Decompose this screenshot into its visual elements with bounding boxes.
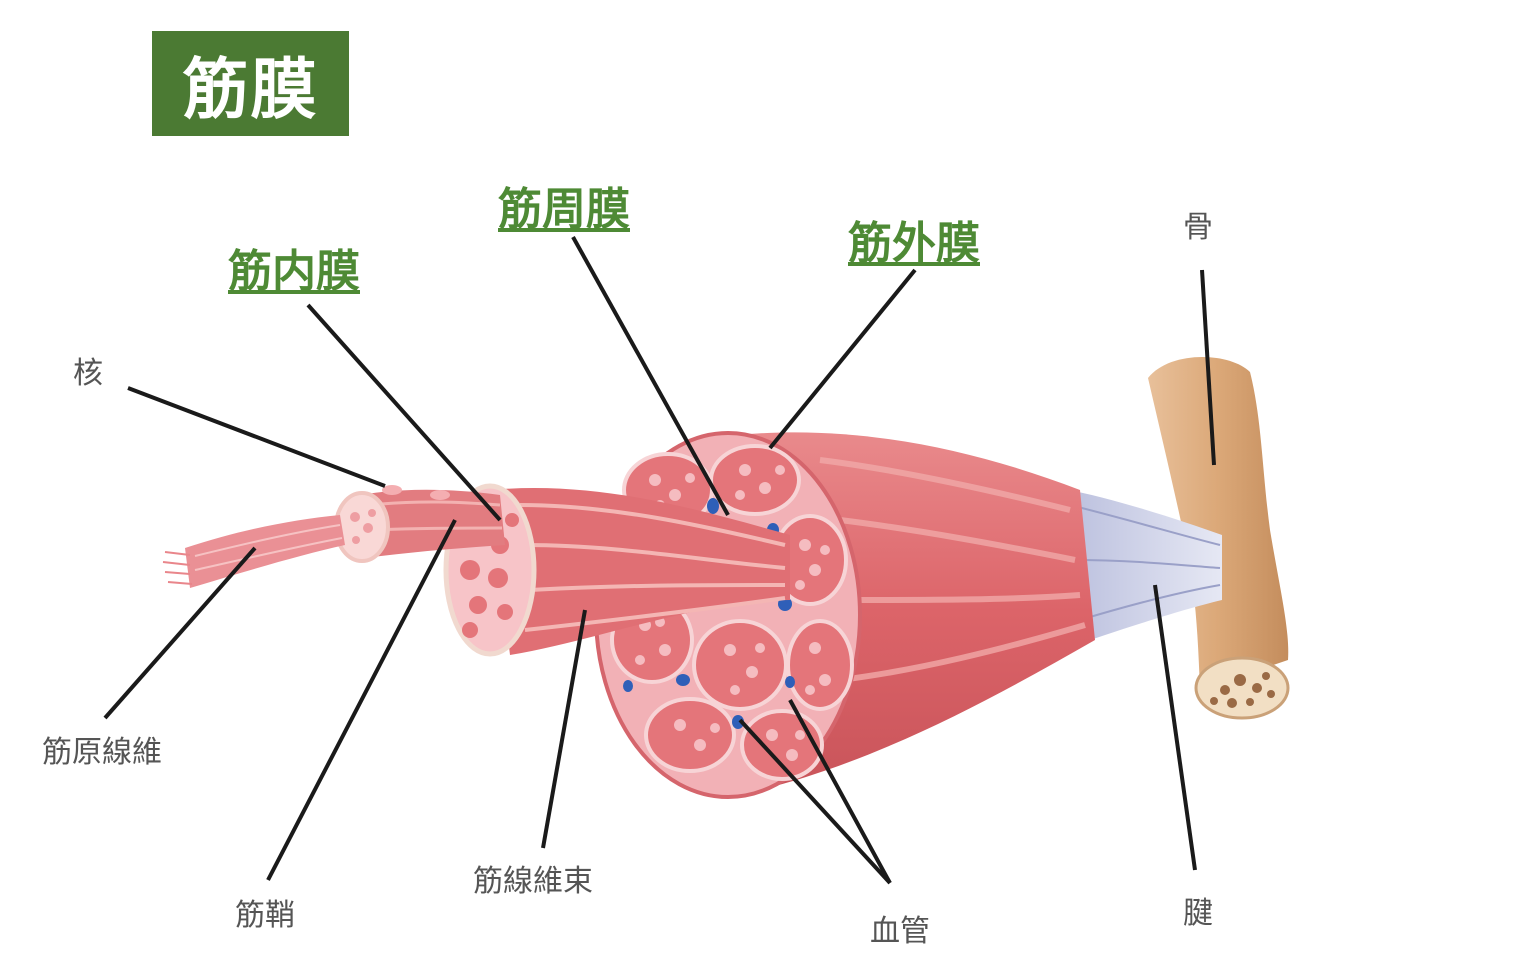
label-bone: 骨 [1183, 210, 1213, 245]
label-blood-vessel: 血管 [870, 914, 930, 949]
label-tendon: 腱 [1183, 896, 1213, 931]
label-epimysium: 筋外膜 [848, 218, 980, 269]
label-myofibril: 筋原線維 [42, 735, 162, 770]
bone-shape [1148, 356, 1290, 720]
title-box: 筋膜 [152, 31, 349, 136]
label-endomysium: 筋内膜 [228, 246, 360, 297]
leader-lines [103, 236, 1216, 885]
label-sarcolemma: 筋鞘 [235, 898, 295, 933]
muscle-fiber-shape [360, 489, 505, 558]
label-nucleus: 核 [73, 356, 103, 391]
tendon-shape [1060, 488, 1222, 645]
blood-vessel-marks [623, 498, 795, 729]
label-fascicle: 筋線維束 [473, 864, 593, 899]
diagram-title: 筋膜 [182, 50, 319, 128]
myofibril-shape [185, 515, 345, 588]
label-perimysium: 筋周膜 [498, 184, 630, 235]
